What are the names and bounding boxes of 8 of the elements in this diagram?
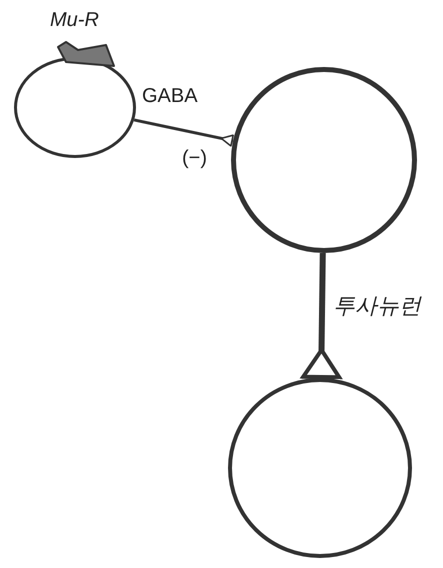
inhibition-label: (−) xyxy=(182,148,207,168)
neuron-circle xyxy=(231,67,417,253)
neuron-circle xyxy=(14,57,136,158)
neuron-circle xyxy=(228,378,412,558)
edge-label: 투사뉴런 xyxy=(333,295,421,317)
connector-arrow xyxy=(301,252,342,380)
connector-arrow xyxy=(134,118,234,147)
receptor-label: Mu-R xyxy=(50,10,99,30)
